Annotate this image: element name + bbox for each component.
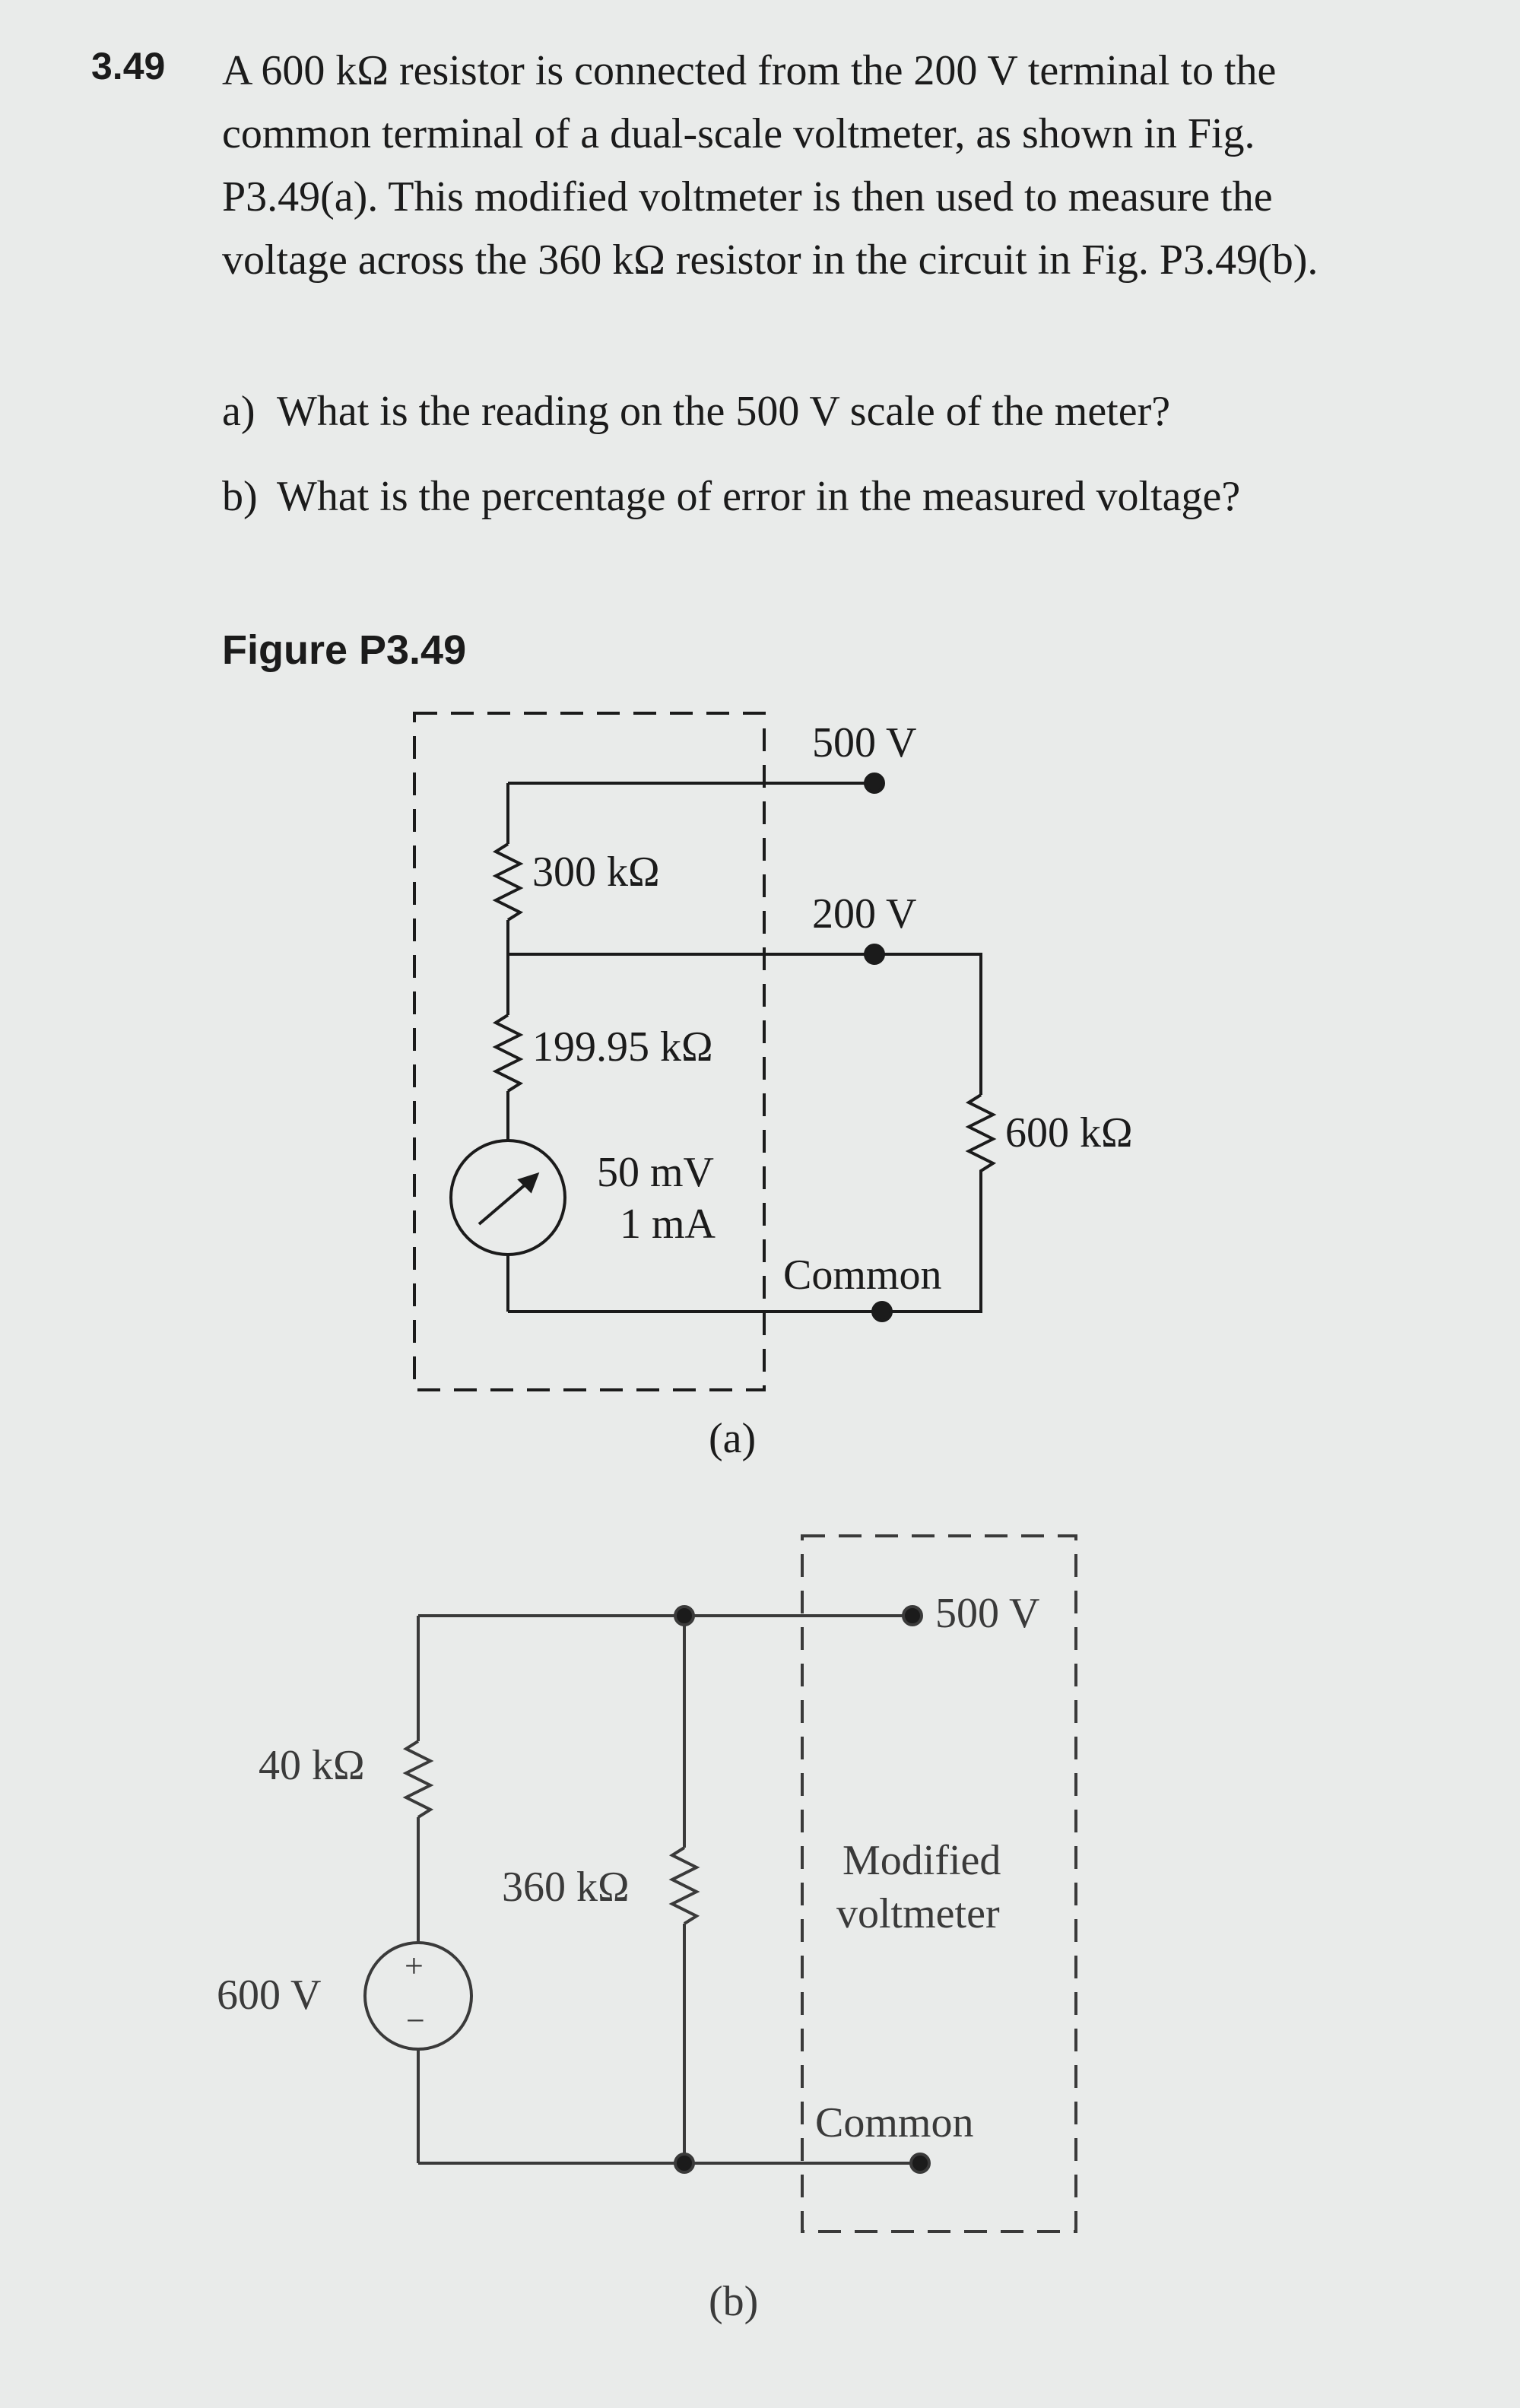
terminal-b-common-dot <box>909 2153 931 2174</box>
label-300k: 300 kΩ <box>532 849 660 896</box>
label-b-500v: 500 V <box>935 1590 1039 1637</box>
part-b: b) What is the percentage of error in th… <box>222 465 1439 528</box>
caption-b: (b) <box>709 2278 758 2325</box>
terminal-200v-dot <box>864 944 885 965</box>
label-meter-current: 1 mA <box>620 1201 716 1248</box>
figure-b-labels: 40 kΩ 600 V + − 360 kΩ 500 V Modified vo… <box>217 1590 1039 2325</box>
wire-200v <box>508 953 982 1095</box>
label-common: Common <box>783 1252 941 1299</box>
wire-common <box>508 1186 982 1313</box>
caption-a: (a) <box>709 1415 756 1462</box>
resistor-199-95k <box>492 1014 524 1093</box>
label-b-common: Common <box>815 2099 973 2146</box>
figure-b <box>363 1534 1077 2233</box>
part-b-text: What is the percentage of error in the m… <box>277 473 1241 520</box>
label-600k: 600 kΩ <box>1005 1109 1133 1156</box>
label-500v: 500 V <box>812 719 916 766</box>
resistor-40k <box>402 1740 434 1819</box>
resistor-360k <box>668 1846 700 1925</box>
label-199-95k: 199.95 kΩ <box>532 1023 713 1071</box>
label-600v: 600 V <box>217 1972 321 2019</box>
part-a: a) What is the reading on the 500 V scal… <box>222 380 1439 443</box>
voltmeter-box-dashed <box>801 1534 1077 2233</box>
part-a-tag: a) <box>222 388 255 435</box>
label-200v: 200 V <box>812 890 916 938</box>
figure-title: Figure P3.49 <box>222 627 467 673</box>
node-top-dot <box>674 1605 695 1626</box>
label-40k: 40 kΩ <box>259 1742 365 1789</box>
terminal-common-dot <box>871 1301 893 1322</box>
node-bottom-dot <box>674 2153 695 2174</box>
part-b-tag: b) <box>222 473 258 520</box>
resistor-600k <box>965 1093 997 1186</box>
label-modified: Modified <box>843 1837 1001 1884</box>
problem-statement: A 600 kΩ resistor is connected from the … <box>222 47 1318 284</box>
label-voltmeter: voltmeter <box>836 1890 1000 1937</box>
source-minus-sign: − <box>406 2002 425 2039</box>
label-360k: 360 kΩ <box>502 1864 630 1911</box>
source-plus-sign: + <box>405 1947 424 1984</box>
meter-arrowhead <box>517 1172 540 1194</box>
figure-a <box>413 712 997 1391</box>
problem-number: 3.49 <box>91 45 166 87</box>
part-a-text: What is the reading on the 500 V scale o… <box>277 388 1171 435</box>
label-meter-voltage: 50 mV <box>597 1149 714 1196</box>
terminal-b-500v-dot <box>902 1605 923 1626</box>
figure-a-labels: 300 kΩ 199.95 kΩ 50 mV 1 mA 500 V 200 V … <box>532 719 1133 1462</box>
terminal-500v-dot <box>864 773 885 794</box>
resistor-300k <box>492 842 524 922</box>
